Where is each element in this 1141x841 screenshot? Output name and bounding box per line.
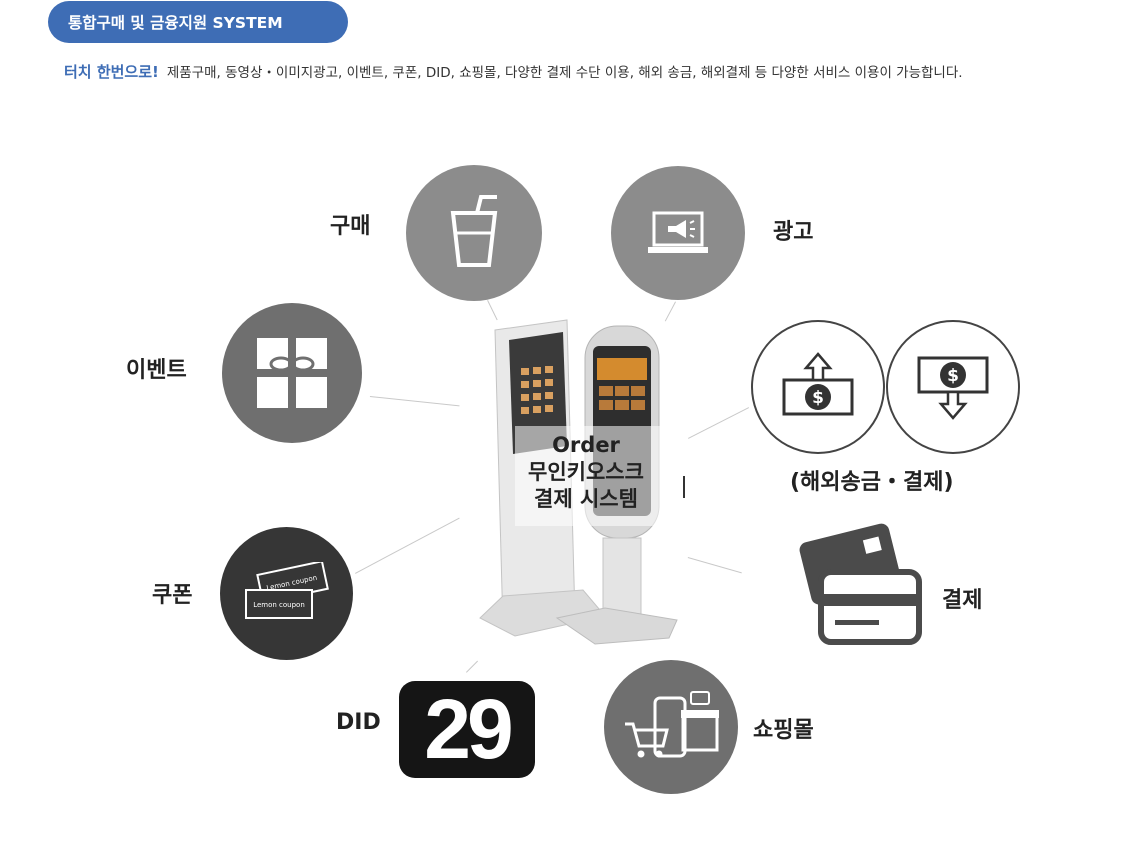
shopping-circle — [604, 660, 738, 794]
gift-icon — [257, 338, 327, 408]
credit-card-icon — [799, 523, 922, 645]
did-number: 29 — [424, 682, 513, 776]
kiosk-illustration — [479, 319, 678, 645]
svg-text:$: $ — [812, 388, 824, 408]
ad-circle — [611, 166, 745, 300]
page-header: 통합구매 및 금융지원 SYSTEM — [48, 1, 348, 43]
laptop-megaphone-icon — [648, 211, 708, 253]
coupon-label: 쿠폰 — [152, 583, 193, 608]
ad-label: 광고 — [773, 220, 814, 245]
foreign-payment-circle: $ — [886, 320, 1020, 454]
coupon-text-bottom: Lemon coupon — [253, 601, 305, 609]
did-label: DID — [336, 710, 381, 735]
coupon-circle: Lemon coupon Lemon coupon — [220, 527, 353, 660]
kiosk-caption-line3: 결제 시스템 — [534, 487, 638, 511]
event-label: 이벤트 — [126, 358, 187, 383]
intro-accent: 터치 한번으로! — [64, 63, 159, 81]
text-cursor-mark — [683, 476, 685, 498]
kiosk-caption: Order 무인키오스크 결제 시스템 — [476, 432, 696, 513]
kiosk-caption-line1: Order — [552, 433, 620, 457]
coupon-ticket-icon: Lemon coupon Lemon coupon — [244, 561, 329, 619]
remittance-circle: $ — [751, 320, 885, 454]
kiosk-caption-line2: 무인키오스크 — [528, 460, 644, 484]
svg-text:$: $ — [947, 366, 959, 386]
money-up-icon: $ — [782, 352, 854, 416]
shopping-label: 쇼핑몰 — [753, 718, 814, 743]
connector-line — [369, 396, 460, 407]
purchase-label: 구매 — [330, 214, 371, 239]
intro-paragraph: 터치 한번으로! 제품구매, 동영상・이미지광고, 이벤트, 쿠폰, DID, 쇼… — [64, 60, 1084, 86]
connector-line — [466, 660, 479, 673]
event-circle — [222, 303, 362, 443]
connector-line — [355, 517, 460, 574]
header-title: 통합구매 및 금융지원 SYSTEM — [68, 14, 283, 32]
did-display-icon: 29 — [399, 681, 535, 778]
payment-label: 결제 — [942, 588, 983, 613]
money-down-icon: $ — [917, 356, 989, 420]
purchase-circle — [406, 165, 542, 301]
overseas-label: (해외송금・결제) — [790, 470, 954, 495]
intro-text: 제품구매, 동영상・이미지광고, 이벤트, 쿠폰, DID, 쇼핑몰, 다양한 … — [166, 65, 963, 81]
shopping-cart-icon — [625, 691, 719, 758]
drink-cup-icon — [450, 195, 498, 267]
